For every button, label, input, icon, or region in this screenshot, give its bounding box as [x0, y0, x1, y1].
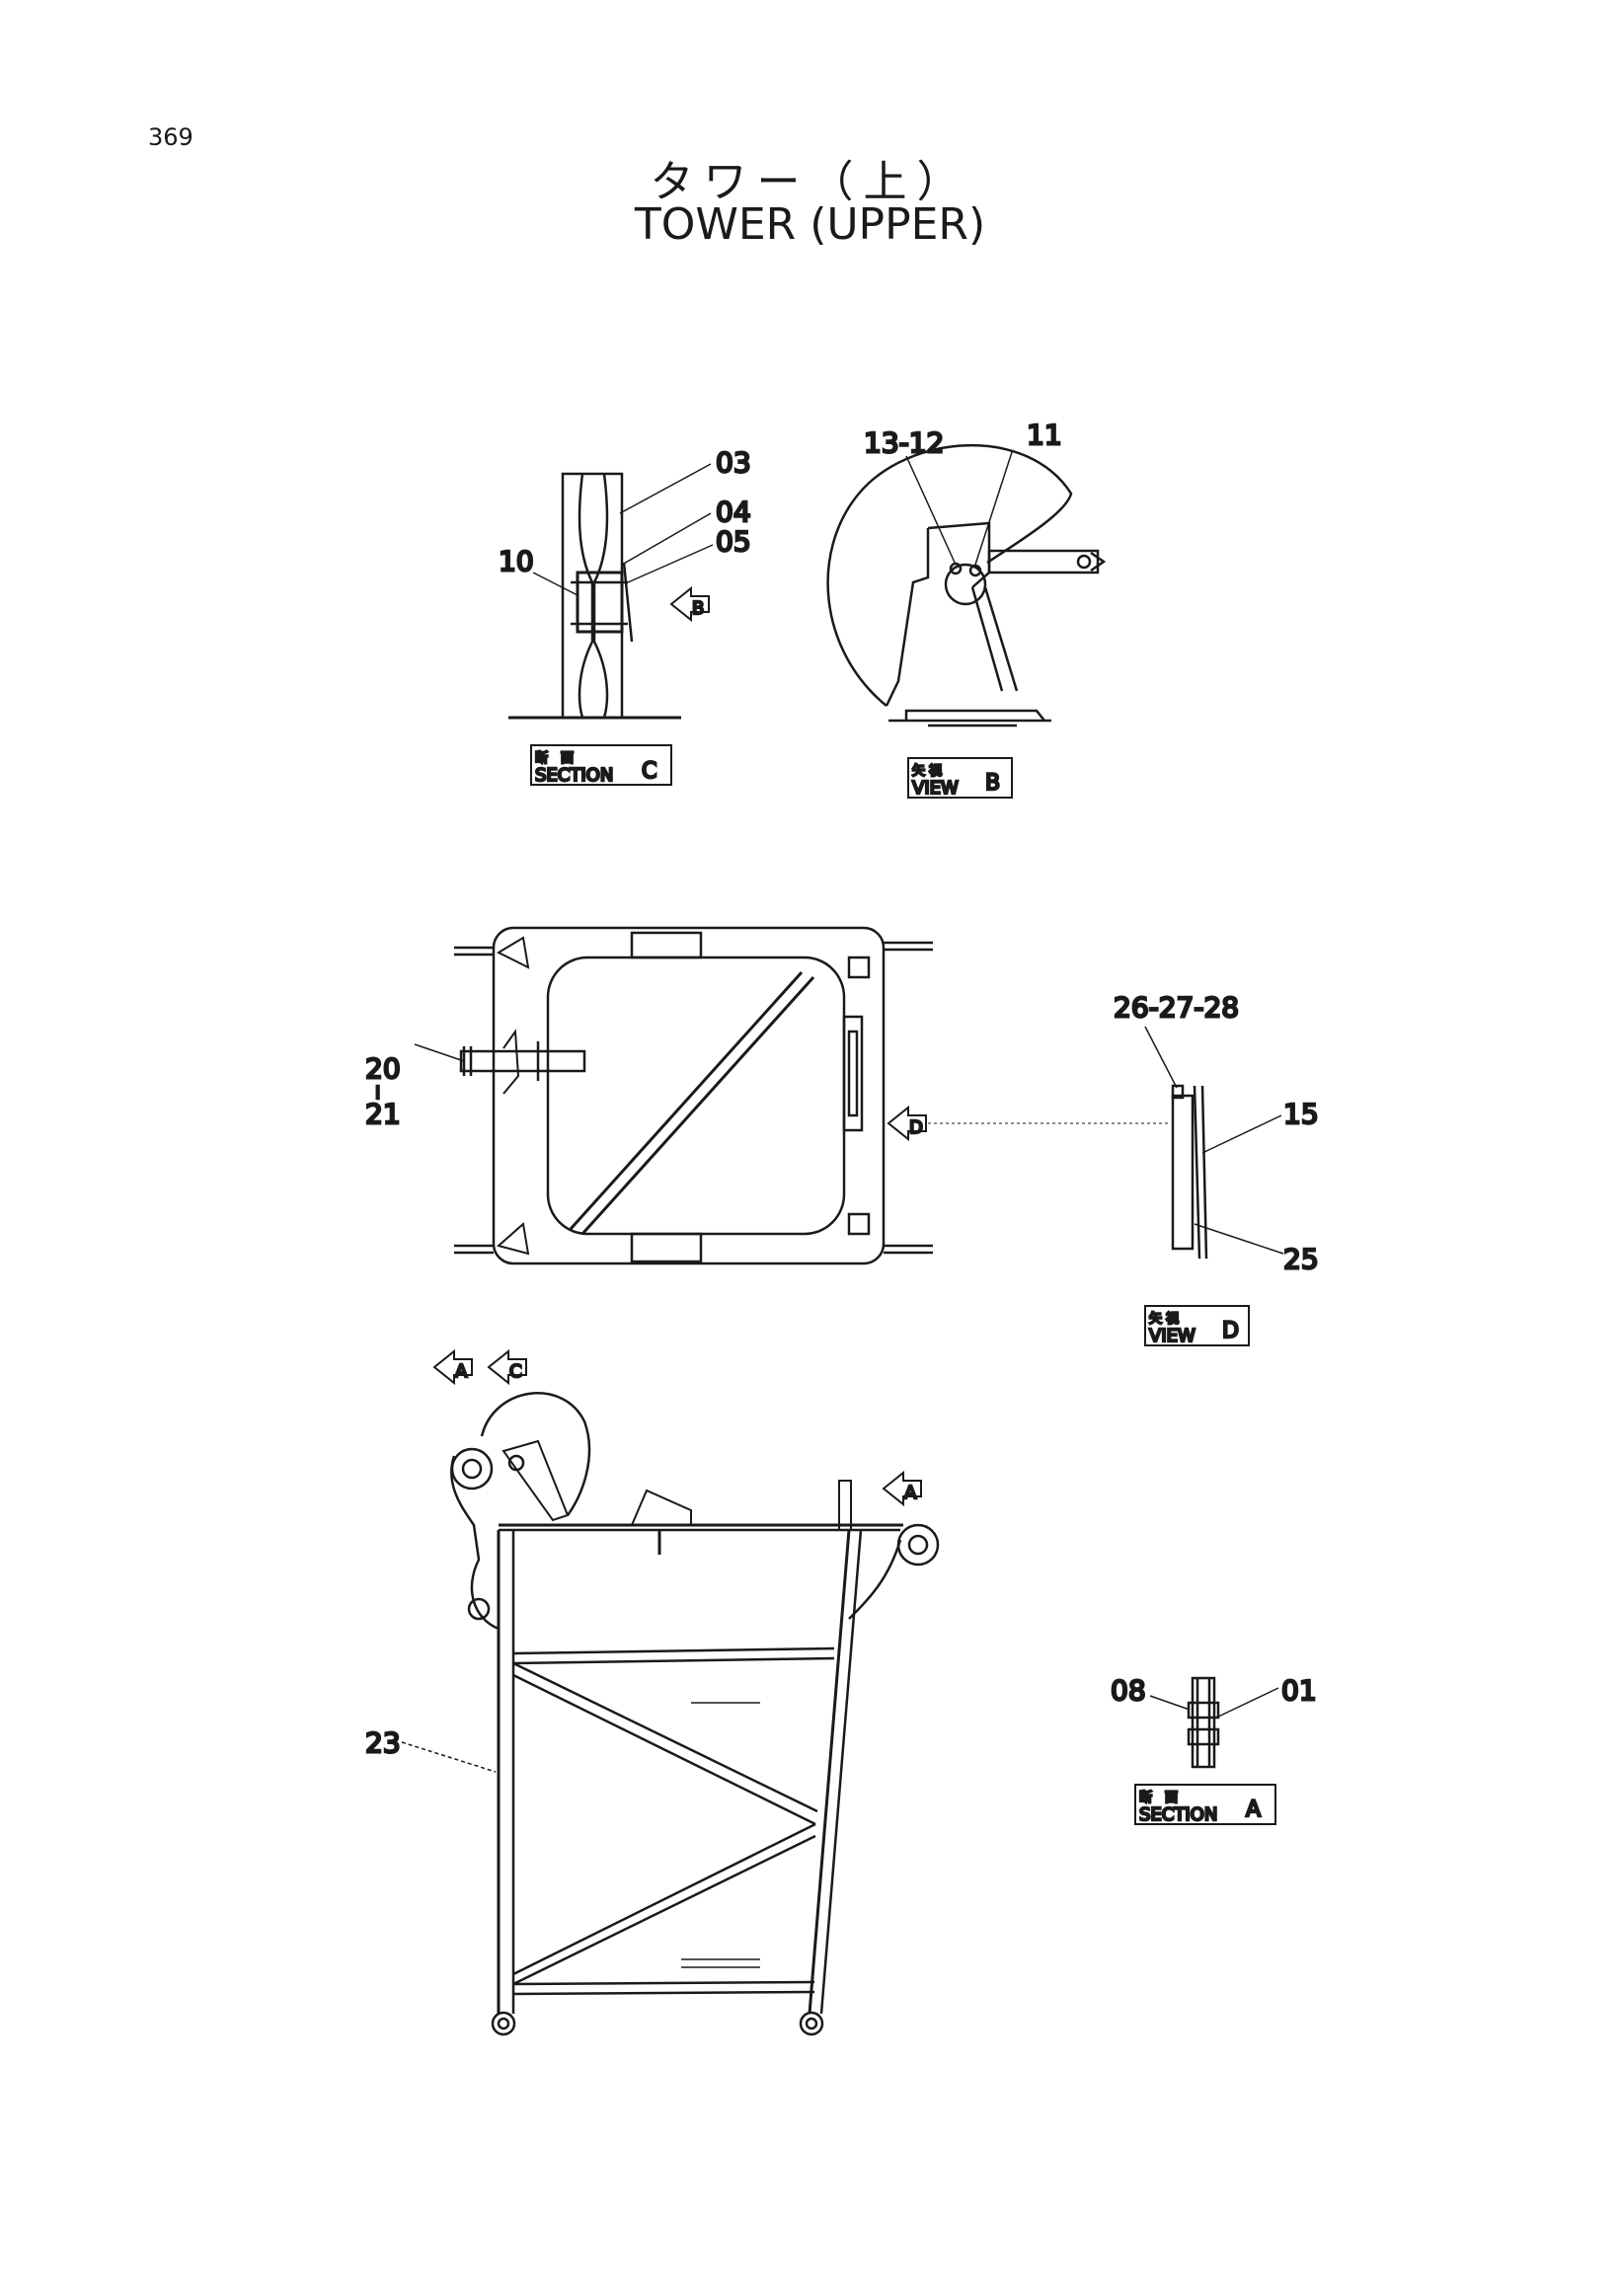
part-label-26-27-28: 26-27-28 [1114, 991, 1239, 1024]
view-b-detail: 13-12 11 矢 視 VIEW B [826, 418, 1107, 800]
view-b-jp: 矢 視 [912, 764, 942, 779]
view-d-jp: 矢 視 [1149, 1312, 1179, 1327]
section-arrows-top: A C [432, 1348, 527, 1386]
section-c-letter: C [642, 759, 656, 784]
arrow-a-top-letter: A [455, 1361, 468, 1382]
part-label-05: 05 [716, 525, 751, 558]
arrow-a-right-letter: A [904, 1483, 917, 1503]
section-c-en: SECTION [535, 765, 613, 786]
view-b-letter: B [985, 771, 1000, 796]
view-d-letter: D [1222, 1319, 1239, 1343]
part-label-21: 21 [365, 1098, 401, 1130]
page-title-japanese: タワー（上） [650, 157, 970, 207]
part-label-20-21-separator: I [375, 1083, 380, 1104]
arrow-c-top-letter: C [509, 1361, 522, 1382]
part-label-13-12: 13-12 [864, 426, 944, 459]
page-title: TOWER (UPPER) [634, 199, 986, 250]
view-d-detail: 26-27-28 15 25 矢 視 VIEW D [1113, 990, 1320, 1348]
part-label-01: 01 [1281, 1674, 1317, 1707]
view-d-en: VIEW [1149, 1326, 1196, 1346]
tower-top-view: 20 I 21 D [364, 926, 1170, 1265]
part-label-04: 04 [716, 496, 751, 528]
part-label-11: 11 [1027, 419, 1062, 451]
part-label-25: 25 [1283, 1243, 1319, 1275]
section-a-letter: A [1246, 1798, 1261, 1822]
section-a-en: SECTION [1139, 1804, 1217, 1825]
part-label-10: 10 [499, 545, 534, 577]
section-a-jp: 断 面 [1139, 1791, 1178, 1805]
arrow-b-letter: B [692, 598, 704, 619]
page-number: 369 [148, 123, 193, 151]
tower-elevation: A 23 [364, 1392, 940, 2036]
view-b-en: VIEW [912, 778, 959, 799]
part-label-20: 20 [365, 1052, 401, 1085]
section-c-jp: 断 面 [535, 751, 574, 766]
section-c-detail: B 03 04 05 10 断 面 SECTION C [498, 445, 752, 788]
section-a-detail: 08 01 断 面 SECTION A [1110, 1673, 1318, 1827]
part-label-08: 08 [1111, 1674, 1146, 1707]
part-label-03: 03 [716, 446, 751, 479]
part-label-23: 23 [365, 1726, 401, 1759]
part-label-15: 15 [1283, 1098, 1319, 1130]
arrow-d-letter: D [909, 1117, 923, 1138]
